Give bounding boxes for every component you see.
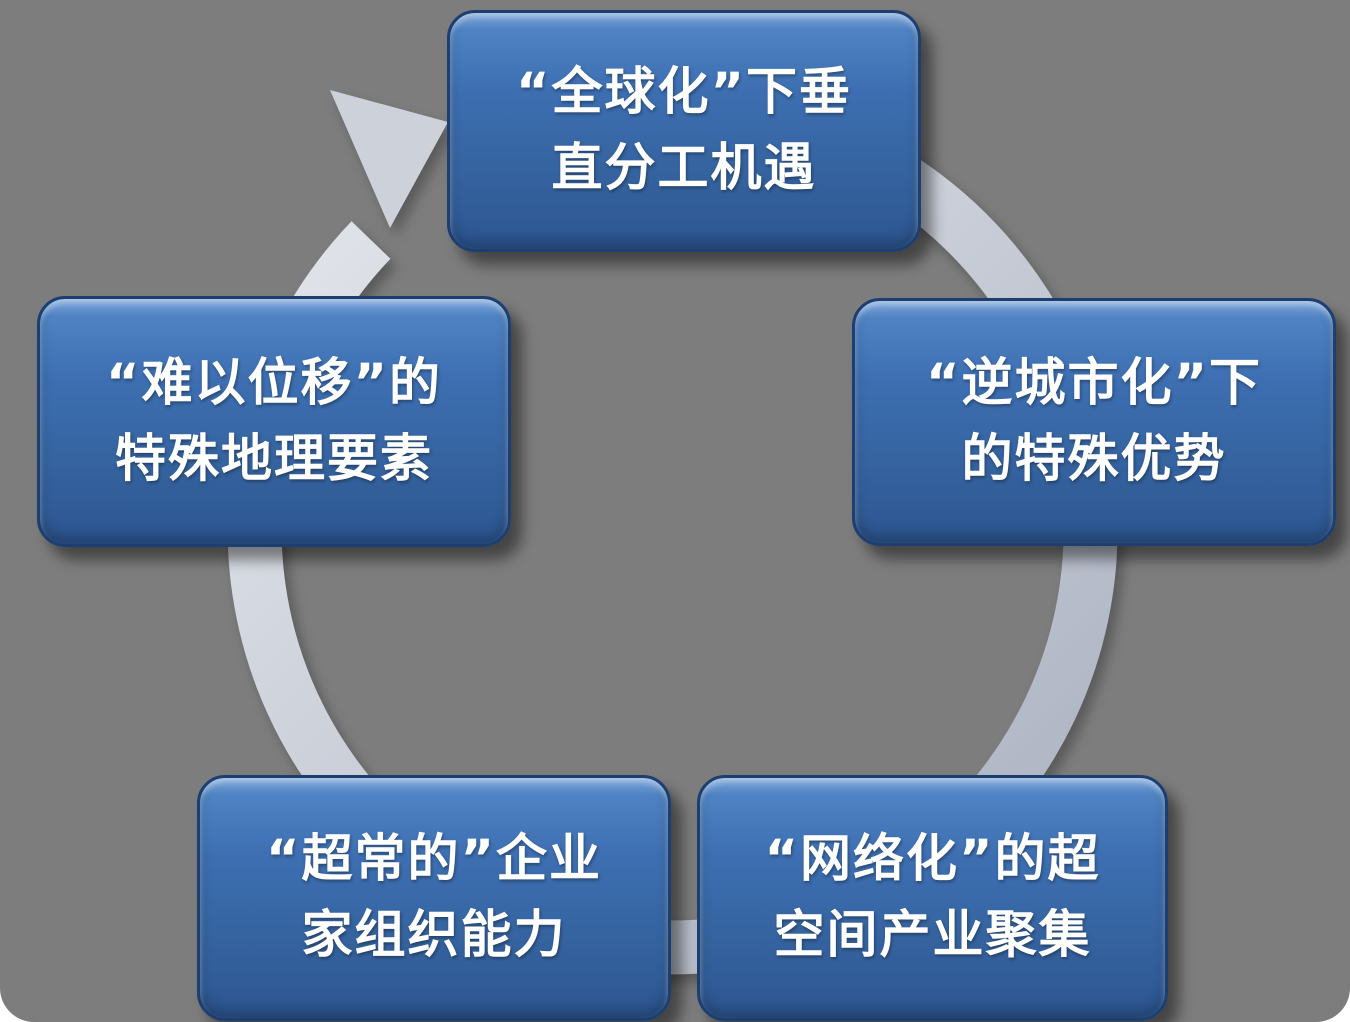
node-bottom-right-line1: “网络化”的超 bbox=[764, 830, 1101, 889]
node-right-line2: 的特殊优势 bbox=[961, 430, 1227, 489]
node-bottom-right-line2: 空间产业聚集 bbox=[773, 906, 1092, 965]
node-top: “全球化”下垂 直分工机遇 bbox=[447, 10, 921, 252]
node-top-line1: “全球化”下垂 bbox=[515, 63, 853, 122]
node-left-line2: 特殊地理要素 bbox=[114, 429, 433, 489]
node-top-line2: 直分工机遇 bbox=[551, 139, 817, 198]
node-left-line1: “难以位移”的 bbox=[105, 353, 443, 413]
ring-arrowhead-icon bbox=[330, 90, 448, 228]
node-bottom-left: “超常的”企业 家组织能力 bbox=[197, 775, 671, 1021]
node-left: “难以位移”的 特殊地理要素 bbox=[37, 296, 511, 547]
node-right-line1: “逆城市化”下 bbox=[925, 354, 1263, 413]
node-bottom-right: “网络化”的超 空间产业聚集 bbox=[697, 775, 1168, 1021]
node-right: “逆城市化”下 的特殊优势 bbox=[852, 298, 1336, 546]
node-bottom-left-line2: 家组织能力 bbox=[301, 906, 567, 965]
node-bottom-left-line1: “超常的”企业 bbox=[265, 830, 603, 889]
